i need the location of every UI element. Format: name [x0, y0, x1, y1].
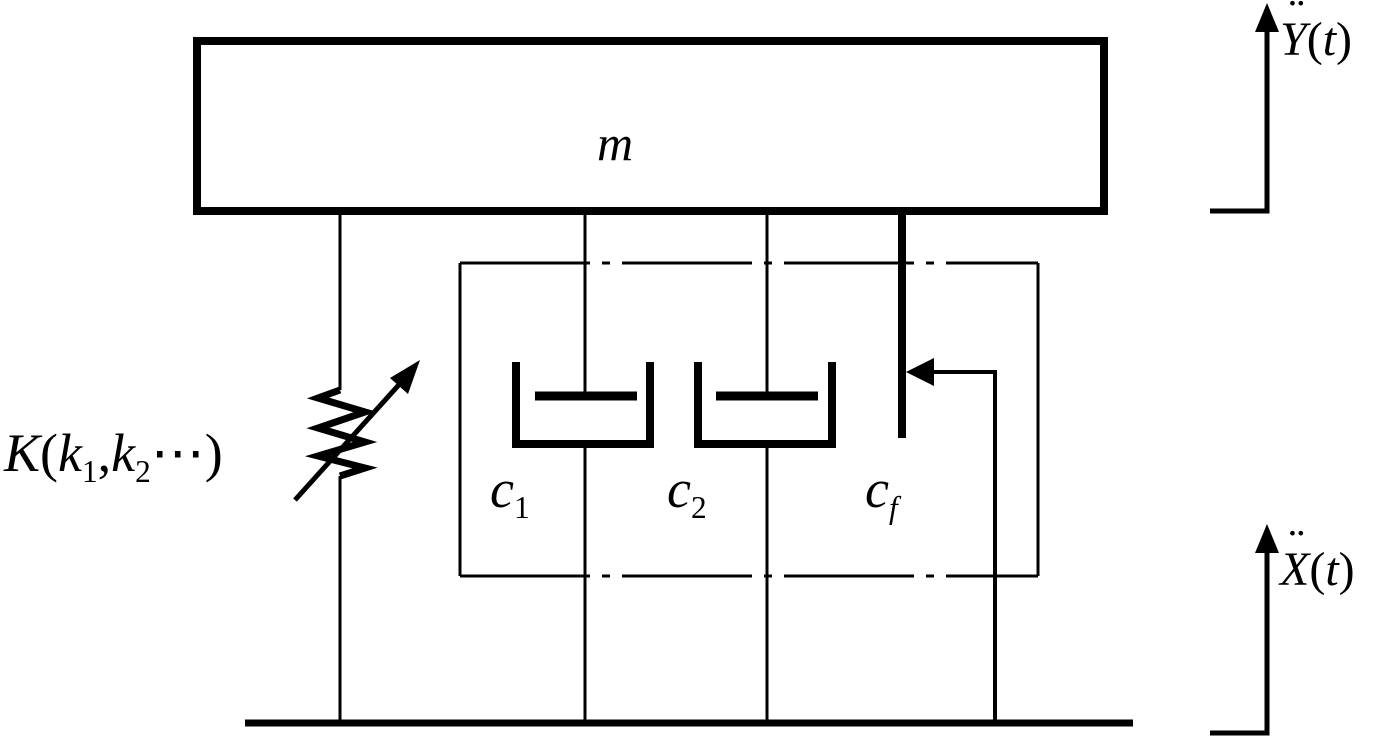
damper-group-frame [458, 261, 1040, 578]
mass-block [193, 37, 1108, 215]
response-arrow [1210, 3, 1279, 214]
damper-c1-sub: 1 [513, 489, 530, 525]
variable-stiffness-arrow [293, 360, 420, 502]
damper-cf-label: cf [865, 459, 898, 523]
spring-arg-1: k [58, 423, 82, 483]
spring-element [304, 211, 378, 723]
spring-close-paren: ) [204, 423, 223, 483]
mass-label: m [597, 118, 633, 168]
mass-symbol: m [597, 115, 634, 171]
response-label: Y(t) [1280, 0, 1353, 66]
spring-symbol: K [4, 423, 41, 483]
spring-arg-2: k [111, 423, 136, 483]
response-symbol: Y [1280, 0, 1307, 64]
excitation-close-paren: ) [1338, 543, 1355, 596]
spring-separator: , [97, 423, 112, 483]
damper-c2-sub: 2 [690, 489, 707, 525]
spring-open-paren: ( [40, 423, 59, 483]
spring-sub-1: 1 [81, 453, 98, 489]
damper-cf-sub: f [888, 489, 898, 525]
excitation-arrow [1210, 524, 1279, 736]
spring-label: K(k1,k2⋯) [4, 423, 223, 487]
response-close-paren: ) [1336, 13, 1353, 66]
damper-c1-label: c1 [490, 459, 530, 523]
damper-c2-symbol: c [667, 459, 691, 519]
damper-c1 [512, 211, 654, 723]
damper-cf-symbol: c [865, 459, 889, 519]
damper-c2-label: c2 [667, 459, 707, 523]
excitation-open-paren: ( [1309, 543, 1326, 596]
excitation-symbol: X [1280, 522, 1309, 594]
damper-c2 [694, 211, 836, 723]
response-var: t [1322, 13, 1337, 66]
excitation-label: X(t) [1280, 522, 1355, 596]
response-open-paren: ( [1306, 13, 1323, 66]
excitation-var: t [1325, 543, 1339, 596]
spring-ellipsis: ⋯ [150, 423, 205, 483]
friction-element-cf [898, 211, 997, 723]
spring-sub-2: 2 [135, 453, 151, 489]
damper-c1-symbol: c [490, 459, 514, 519]
